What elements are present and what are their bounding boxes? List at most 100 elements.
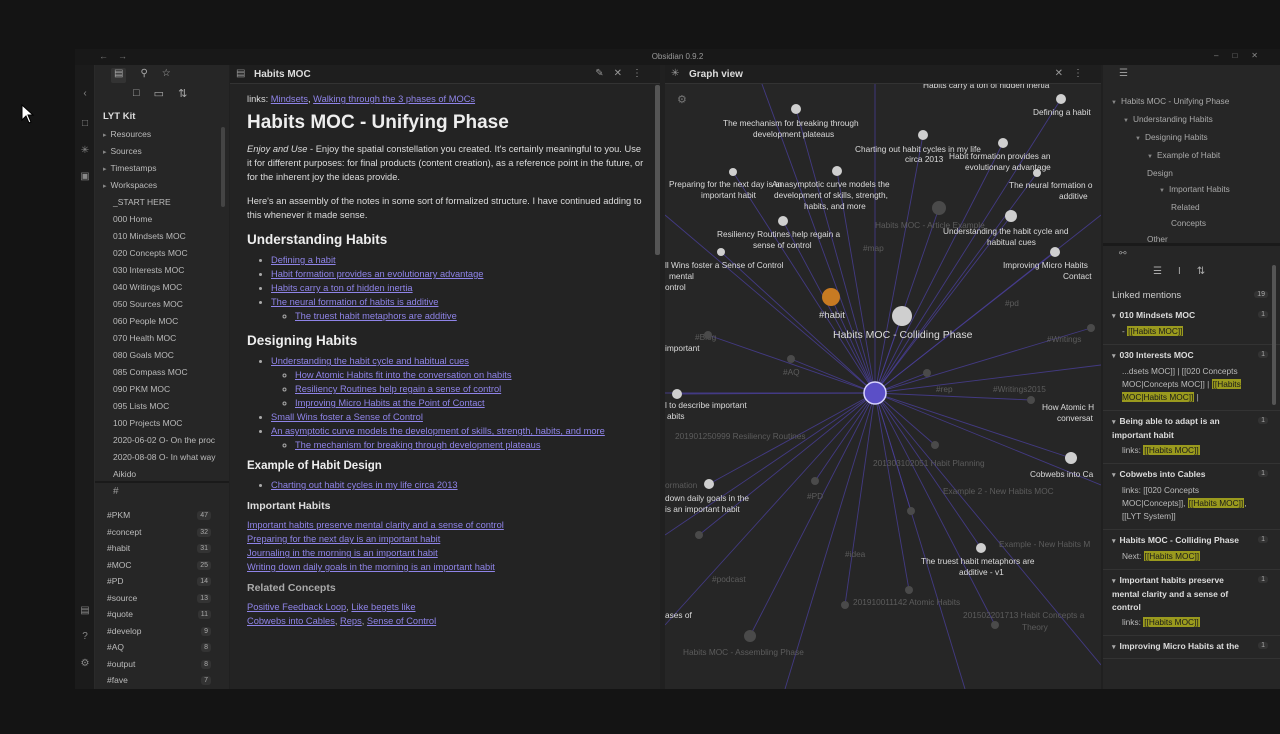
graph-node[interactable] xyxy=(923,369,931,377)
graph-node[interactable] xyxy=(1050,247,1060,257)
graph-node[interactable] xyxy=(907,507,915,515)
graph-node[interactable] xyxy=(1033,169,1041,177)
file-item[interactable]: 2020-06-02 O- On the proc xyxy=(113,435,216,445)
file-item[interactable]: 085 Compass MOC xyxy=(113,367,188,377)
new-folder-button[interactable]: ▭ xyxy=(153,88,165,100)
mention-title[interactable]: Important habits preserve mental clarity… xyxy=(1112,574,1280,614)
graph-node[interactable] xyxy=(1087,324,1095,332)
graph-node[interactable] xyxy=(991,621,999,629)
link[interactable]: Small Wins foster a Sense of Control xyxy=(271,412,423,422)
link[interactable]: Charting out habit cycles in my life cir… xyxy=(271,480,458,490)
outline-item[interactable]: ▼Designing Habits xyxy=(1135,132,1208,142)
folder-item[interactable]: Sources xyxy=(95,143,229,160)
outline-item[interactable]: Other xyxy=(1147,234,1168,244)
file-item[interactable]: 100 Projects MOC xyxy=(113,418,183,428)
link[interactable]: Improving Micro Habits at the Point of C… xyxy=(295,398,485,408)
file-item[interactable]: 070 Health MOC xyxy=(113,333,177,343)
graph-node[interactable] xyxy=(998,138,1008,148)
link[interactable]: The truest habit metaphors are additive xyxy=(295,311,457,321)
link[interactable]: Resiliency Routines help regain a sense … xyxy=(295,384,502,394)
outline-icon[interactable]: ☰ xyxy=(1119,68,1128,79)
file-item[interactable]: 030 Interests MOC xyxy=(113,265,185,275)
editor-tab-title[interactable]: Habits MOC xyxy=(254,69,311,80)
link[interactable]: Reps xyxy=(340,616,362,626)
highlighted-link[interactable]: [[Habits MOC]] xyxy=(1143,445,1200,455)
graph-node[interactable] xyxy=(832,166,842,176)
more-icon[interactable]: ⋮ xyxy=(1073,68,1093,79)
edit-icon[interactable]: ✎ xyxy=(595,68,614,79)
file-item[interactable]: 095 Lists MOC xyxy=(113,401,170,411)
graph-node[interactable] xyxy=(778,216,788,226)
link[interactable]: Like begets like xyxy=(351,602,416,612)
outline-item[interactable]: ▼Example of Habit xyxy=(1147,150,1221,160)
link[interactable]: Habits carry a ton of hidden inertia xyxy=(271,283,413,293)
outline-item[interactable]: Design xyxy=(1147,168,1173,178)
link[interactable]: Habit formation provides an evolutionary… xyxy=(271,269,484,279)
graph-node[interactable] xyxy=(787,355,795,363)
link[interactable]: Mindsets xyxy=(270,94,308,104)
explorer-scrollbar[interactable] xyxy=(221,127,225,207)
star-icon[interactable]: ☆ xyxy=(161,68,171,79)
new-note-icon[interactable]: □ xyxy=(81,118,89,129)
graph-node[interactable] xyxy=(976,543,986,553)
back-icon[interactable]: ← xyxy=(99,51,118,61)
file-item[interactable]: 010 Mindsets MOC xyxy=(113,231,186,241)
vault-icon[interactable]: ▤ xyxy=(80,605,90,616)
graph-icon[interactable]: ✳ xyxy=(80,145,90,156)
sort-button[interactable]: ⇅ xyxy=(178,88,188,100)
graph-node[interactable] xyxy=(892,306,912,326)
forward-icon[interactable]: → xyxy=(118,51,137,61)
link[interactable]: Positive Feedback Loop xyxy=(247,602,347,612)
graph-node[interactable] xyxy=(729,168,737,176)
link[interactable]: An asymptotic curve models the developme… xyxy=(271,426,605,436)
graph-node[interactable] xyxy=(704,479,714,489)
help-icon[interactable]: ? xyxy=(82,631,88,642)
sort-icon[interactable]: ⇅ xyxy=(1196,266,1206,277)
habit-tag-node[interactable] xyxy=(822,288,840,306)
outline-item[interactable]: Concepts xyxy=(1171,218,1207,228)
file-item[interactable]: 080 Goals MOC xyxy=(113,350,174,360)
graph-node[interactable] xyxy=(841,601,849,609)
mention-title[interactable]: Habits MOC - Colliding Phase xyxy=(1112,534,1280,548)
graph-node[interactable] xyxy=(1027,396,1035,404)
file-item[interactable]: 050 Sources MOC xyxy=(113,299,183,309)
graph-view[interactable]: ✳ Graph view ✕⋮ ⚙ Habits MOC - Article E… xyxy=(665,65,1101,689)
link[interactable]: How Atomic Habits fit into the conversat… xyxy=(295,370,512,380)
file-item[interactable]: Aikido xyxy=(113,469,137,479)
mention-title[interactable]: 010 Mindsets MOC xyxy=(1112,309,1280,323)
center-node[interactable] xyxy=(863,381,887,405)
tag-icon[interactable]: # xyxy=(113,486,119,497)
highlighted-link[interactable]: [[Habits MOC]] xyxy=(1143,617,1200,627)
graph-canvas[interactable]: ⚙ Habits MOC - Article Example #map #pd … xyxy=(665,65,1101,689)
calendar-icon[interactable]: ▣ xyxy=(80,171,90,182)
highlighted-link[interactable]: [[Habits MOC]] xyxy=(1187,498,1245,508)
mention-title[interactable]: Being able to adapt is an important habi… xyxy=(1112,415,1280,442)
mention-title[interactable]: Cobwebs into Cables xyxy=(1112,468,1280,482)
link[interactable]: Sense of Control xyxy=(366,616,437,626)
highlighted-link[interactable]: [[Habits MOC]] xyxy=(1143,551,1201,561)
folder-item[interactable]: Timestamps xyxy=(95,160,229,177)
graph-nodes[interactable] xyxy=(672,94,1095,642)
mention-item[interactable]: Important habits preserve mental clarity… xyxy=(1103,570,1280,636)
graph-node[interactable] xyxy=(704,331,712,339)
nav-buttons[interactable]: ←→ xyxy=(99,51,137,61)
link-icon[interactable]: ⚯ xyxy=(1119,248,1127,258)
file-item[interactable]: 2020-08-08 O- In what way xyxy=(113,452,216,462)
link[interactable]: Important habits preserve mental clarity… xyxy=(247,520,504,530)
link[interactable]: Preparing for the next day is an importa… xyxy=(247,534,441,544)
close-icon[interactable]: ✕ xyxy=(1251,51,1272,60)
maximize-icon[interactable]: □ xyxy=(1232,51,1252,60)
file-item[interactable]: 020 Concepts MOC xyxy=(113,248,188,258)
highlighted-link[interactable]: [[Habits MOC]] xyxy=(1127,326,1184,336)
link[interactable]: Writing down daily goals in the morning … xyxy=(247,562,495,572)
